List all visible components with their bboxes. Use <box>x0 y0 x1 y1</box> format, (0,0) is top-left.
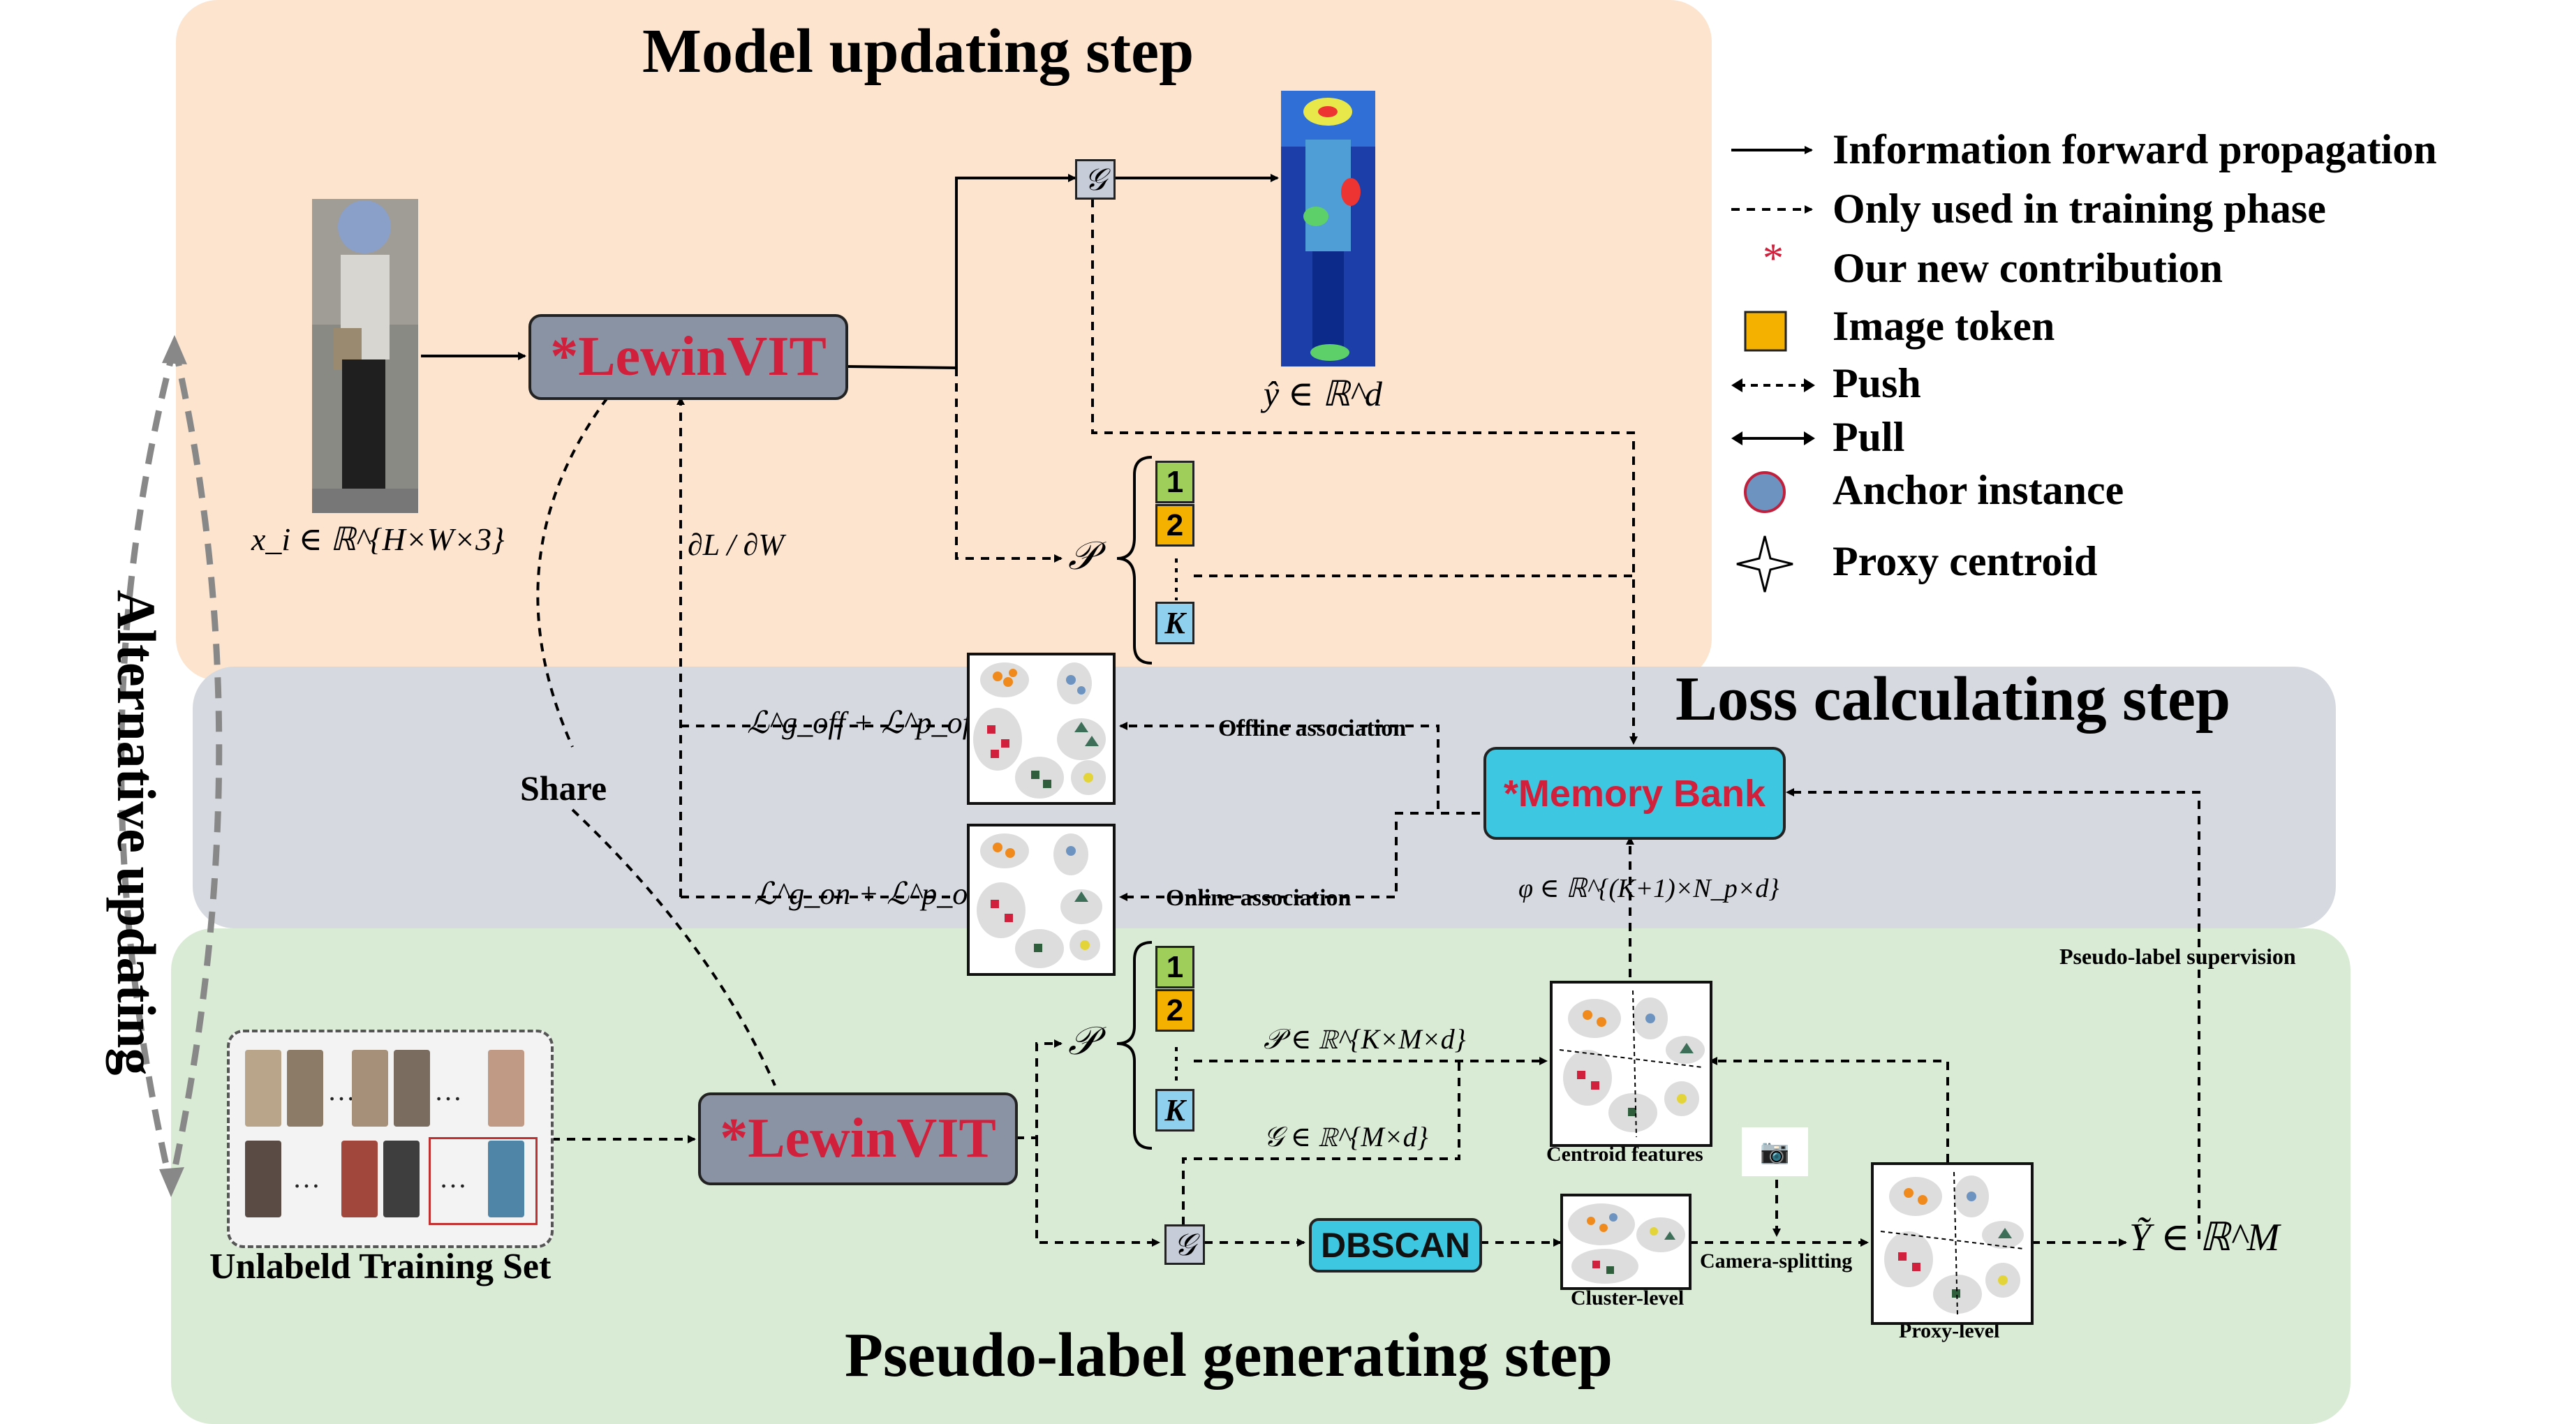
online-loss-label: ℒ^g_on + ℒ^p_on <box>754 877 984 911</box>
legend-forward-propagation: Information forward propagation <box>1833 126 2437 172</box>
ellipsis: … <box>434 1075 462 1106</box>
token-1-top: 1 <box>1155 461 1194 503</box>
person-thumbnail <box>352 1050 388 1127</box>
person-thumbnail <box>341 1141 378 1217</box>
person-thumbnail <box>287 1050 323 1127</box>
unlabeled-set-label: Unlabeld Training Set <box>209 1247 552 1286</box>
alternative-updating-label: Alternative updating <box>106 590 167 1076</box>
lewinvit-top-module: *LewinVIT <box>528 314 848 400</box>
person-thumbnail <box>245 1050 281 1127</box>
legend-training-phase: Only used in training phase <box>1833 186 2326 232</box>
ellipsis: … <box>293 1162 320 1194</box>
proxy-level-panel <box>1871 1162 2034 1325</box>
centroid-cluster-drawing <box>1559 990 1705 1138</box>
online-cluster-drawing <box>977 833 1102 968</box>
g-dims-label: 𝒢 ∈ ℝ^{M×d} <box>1264 1121 1428 1152</box>
unlabeled-training-set: … … … … <box>227 1030 554 1248</box>
cluster-level-label: Cluster-level <box>1571 1286 1685 1310</box>
legend-new-contribution: Our new contribution <box>1833 245 2223 291</box>
token-k-top: K <box>1155 602 1194 644</box>
proxy-centroid-icon <box>1736 535 1793 593</box>
memory-bank-module: *Memory Bank <box>1483 747 1786 840</box>
p-symbol-top: 𝒫 <box>1068 535 1097 578</box>
global-feature-box-top: 𝒢 <box>1075 159 1116 200</box>
ellipsis: … <box>327 1075 355 1106</box>
pseudo-supervision-label: Pseudo-label supervision <box>2059 944 2296 969</box>
token-2-bottom: 2 <box>1155 989 1194 1032</box>
offline-loss-label: ℒ^g_off + ℒ^p_off <box>747 706 980 740</box>
alternative-arc-right <box>168 345 223 1187</box>
push-arrow-icon <box>1731 378 1815 392</box>
offline-association-label: Offline association <box>1218 715 1407 741</box>
ellipsis: … <box>439 1162 467 1194</box>
person-thumbnail <box>488 1141 524 1217</box>
legend-anchor-instance: Anchor instance <box>1833 467 2124 513</box>
centroid-features-panel <box>1550 981 1712 1147</box>
person-thumbnail <box>245 1141 281 1217</box>
legend-push: Push <box>1833 360 1921 406</box>
offline-association-panel <box>967 653 1116 805</box>
alternative-arc-left <box>118 344 178 1188</box>
model-updating-title: Model updating step <box>642 17 1194 86</box>
legend-pull: Pull <box>1833 414 1905 460</box>
lewinvit-bottom-module: *LewinVIT <box>698 1092 1018 1185</box>
asterisk-icon: * <box>1763 235 1784 281</box>
online-association-panel <box>967 824 1116 976</box>
p-symbol-bottom: 𝒫 <box>1068 1020 1097 1063</box>
token-1-bottom: 1 <box>1155 946 1194 988</box>
online-association-label: Online association <box>1166 885 1352 911</box>
cluster-level-panel <box>1560 1194 1692 1290</box>
input-person-image <box>312 199 418 513</box>
person-thumbnail <box>383 1141 420 1217</box>
camera-splitting-label: Camera-splitting <box>1700 1249 1853 1273</box>
dbscan-module: DBSCAN <box>1309 1218 1482 1273</box>
anchor-instance-icon <box>1744 471 1786 513</box>
input-label: x_i ∈ ℝ^{H×W×3} <box>251 521 505 557</box>
model-updating-region <box>176 0 1712 681</box>
highlight-box <box>429 1137 538 1225</box>
pseudo-label-title: Pseudo-label generating step <box>845 1321 1613 1390</box>
heatmap-image <box>1281 91 1375 366</box>
camera-icon: 📷 <box>1742 1127 1808 1176</box>
legend-image-token: Image token <box>1833 303 2055 349</box>
proxy-level-drawing <box>1880 1171 2024 1316</box>
loss-calculating-region <box>193 667 2336 928</box>
token-k-bottom: K <box>1155 1089 1194 1132</box>
phi-label: φ ∈ ℝ^{(K+1)×N_p×d} <box>1518 874 1779 903</box>
share-label: Share <box>520 769 607 808</box>
offline-cluster-drawing <box>973 662 1106 799</box>
gradient-label: ∂L / ∂W <box>688 528 785 562</box>
pull-arrow-icon <box>1731 431 1815 445</box>
global-feature-box-bottom: 𝒢 <box>1164 1224 1205 1265</box>
p-dims-label: 𝒫 ∈ ℝ^{K×M×d} <box>1264 1023 1466 1055</box>
person-thumbnail <box>488 1050 524 1127</box>
person-thumbnail <box>394 1050 430 1127</box>
image-token-icon <box>1744 311 1787 352</box>
token-2-top: 2 <box>1155 504 1194 547</box>
legend-proxy-centroid: Proxy centroid <box>1833 538 2098 584</box>
loss-calculating-title: Loss calculating step <box>1675 665 2231 734</box>
cluster-level-drawing <box>1568 1203 1685 1284</box>
pseudo-label-output: Ỹ ∈ ℝ^M <box>2129 1216 2280 1259</box>
output-label: ŷ ∈ ℝ^d <box>1264 374 1382 413</box>
